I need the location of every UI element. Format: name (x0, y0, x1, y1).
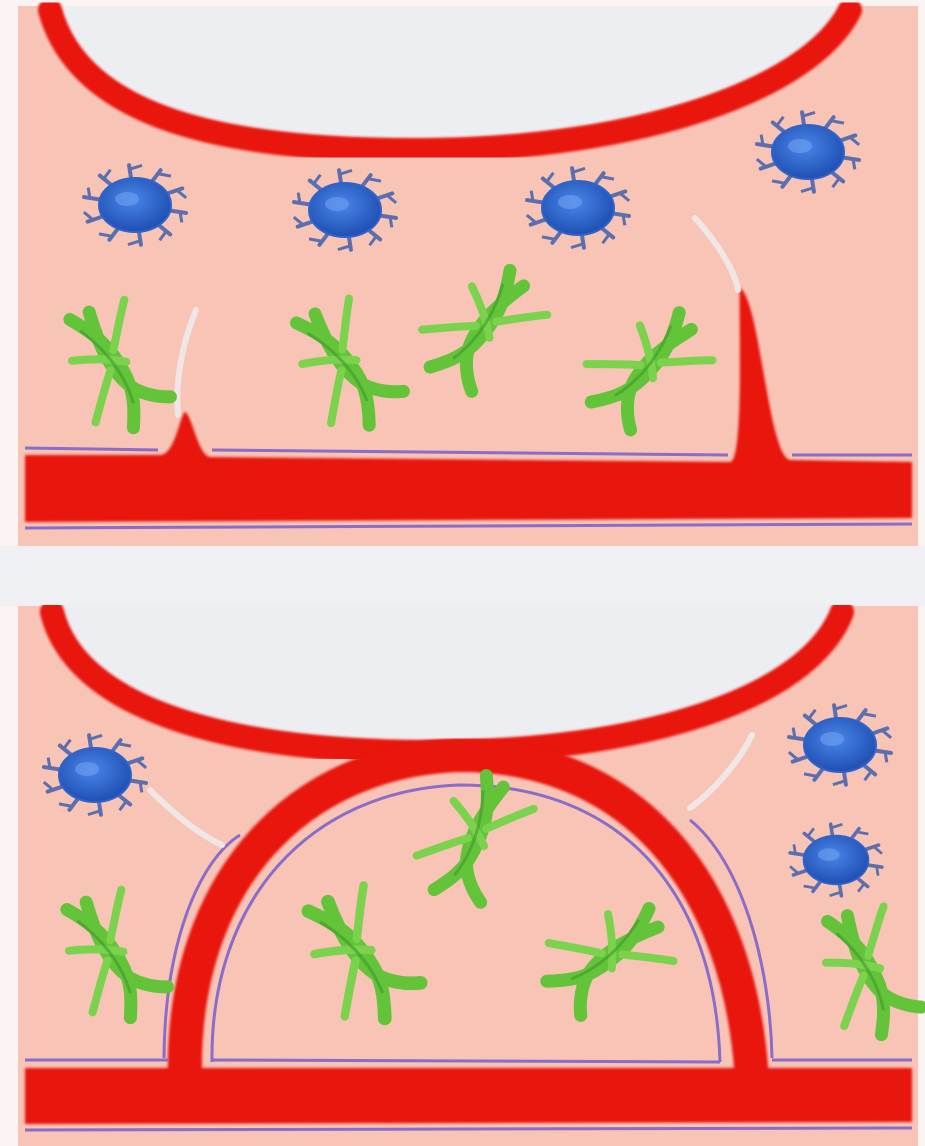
top-panel (18, 6, 918, 546)
bottom-vessel-outline-lower (25, 1128, 912, 1130)
bottom-bottom-vessel (25, 1068, 912, 1124)
panel-divider (0, 546, 925, 606)
